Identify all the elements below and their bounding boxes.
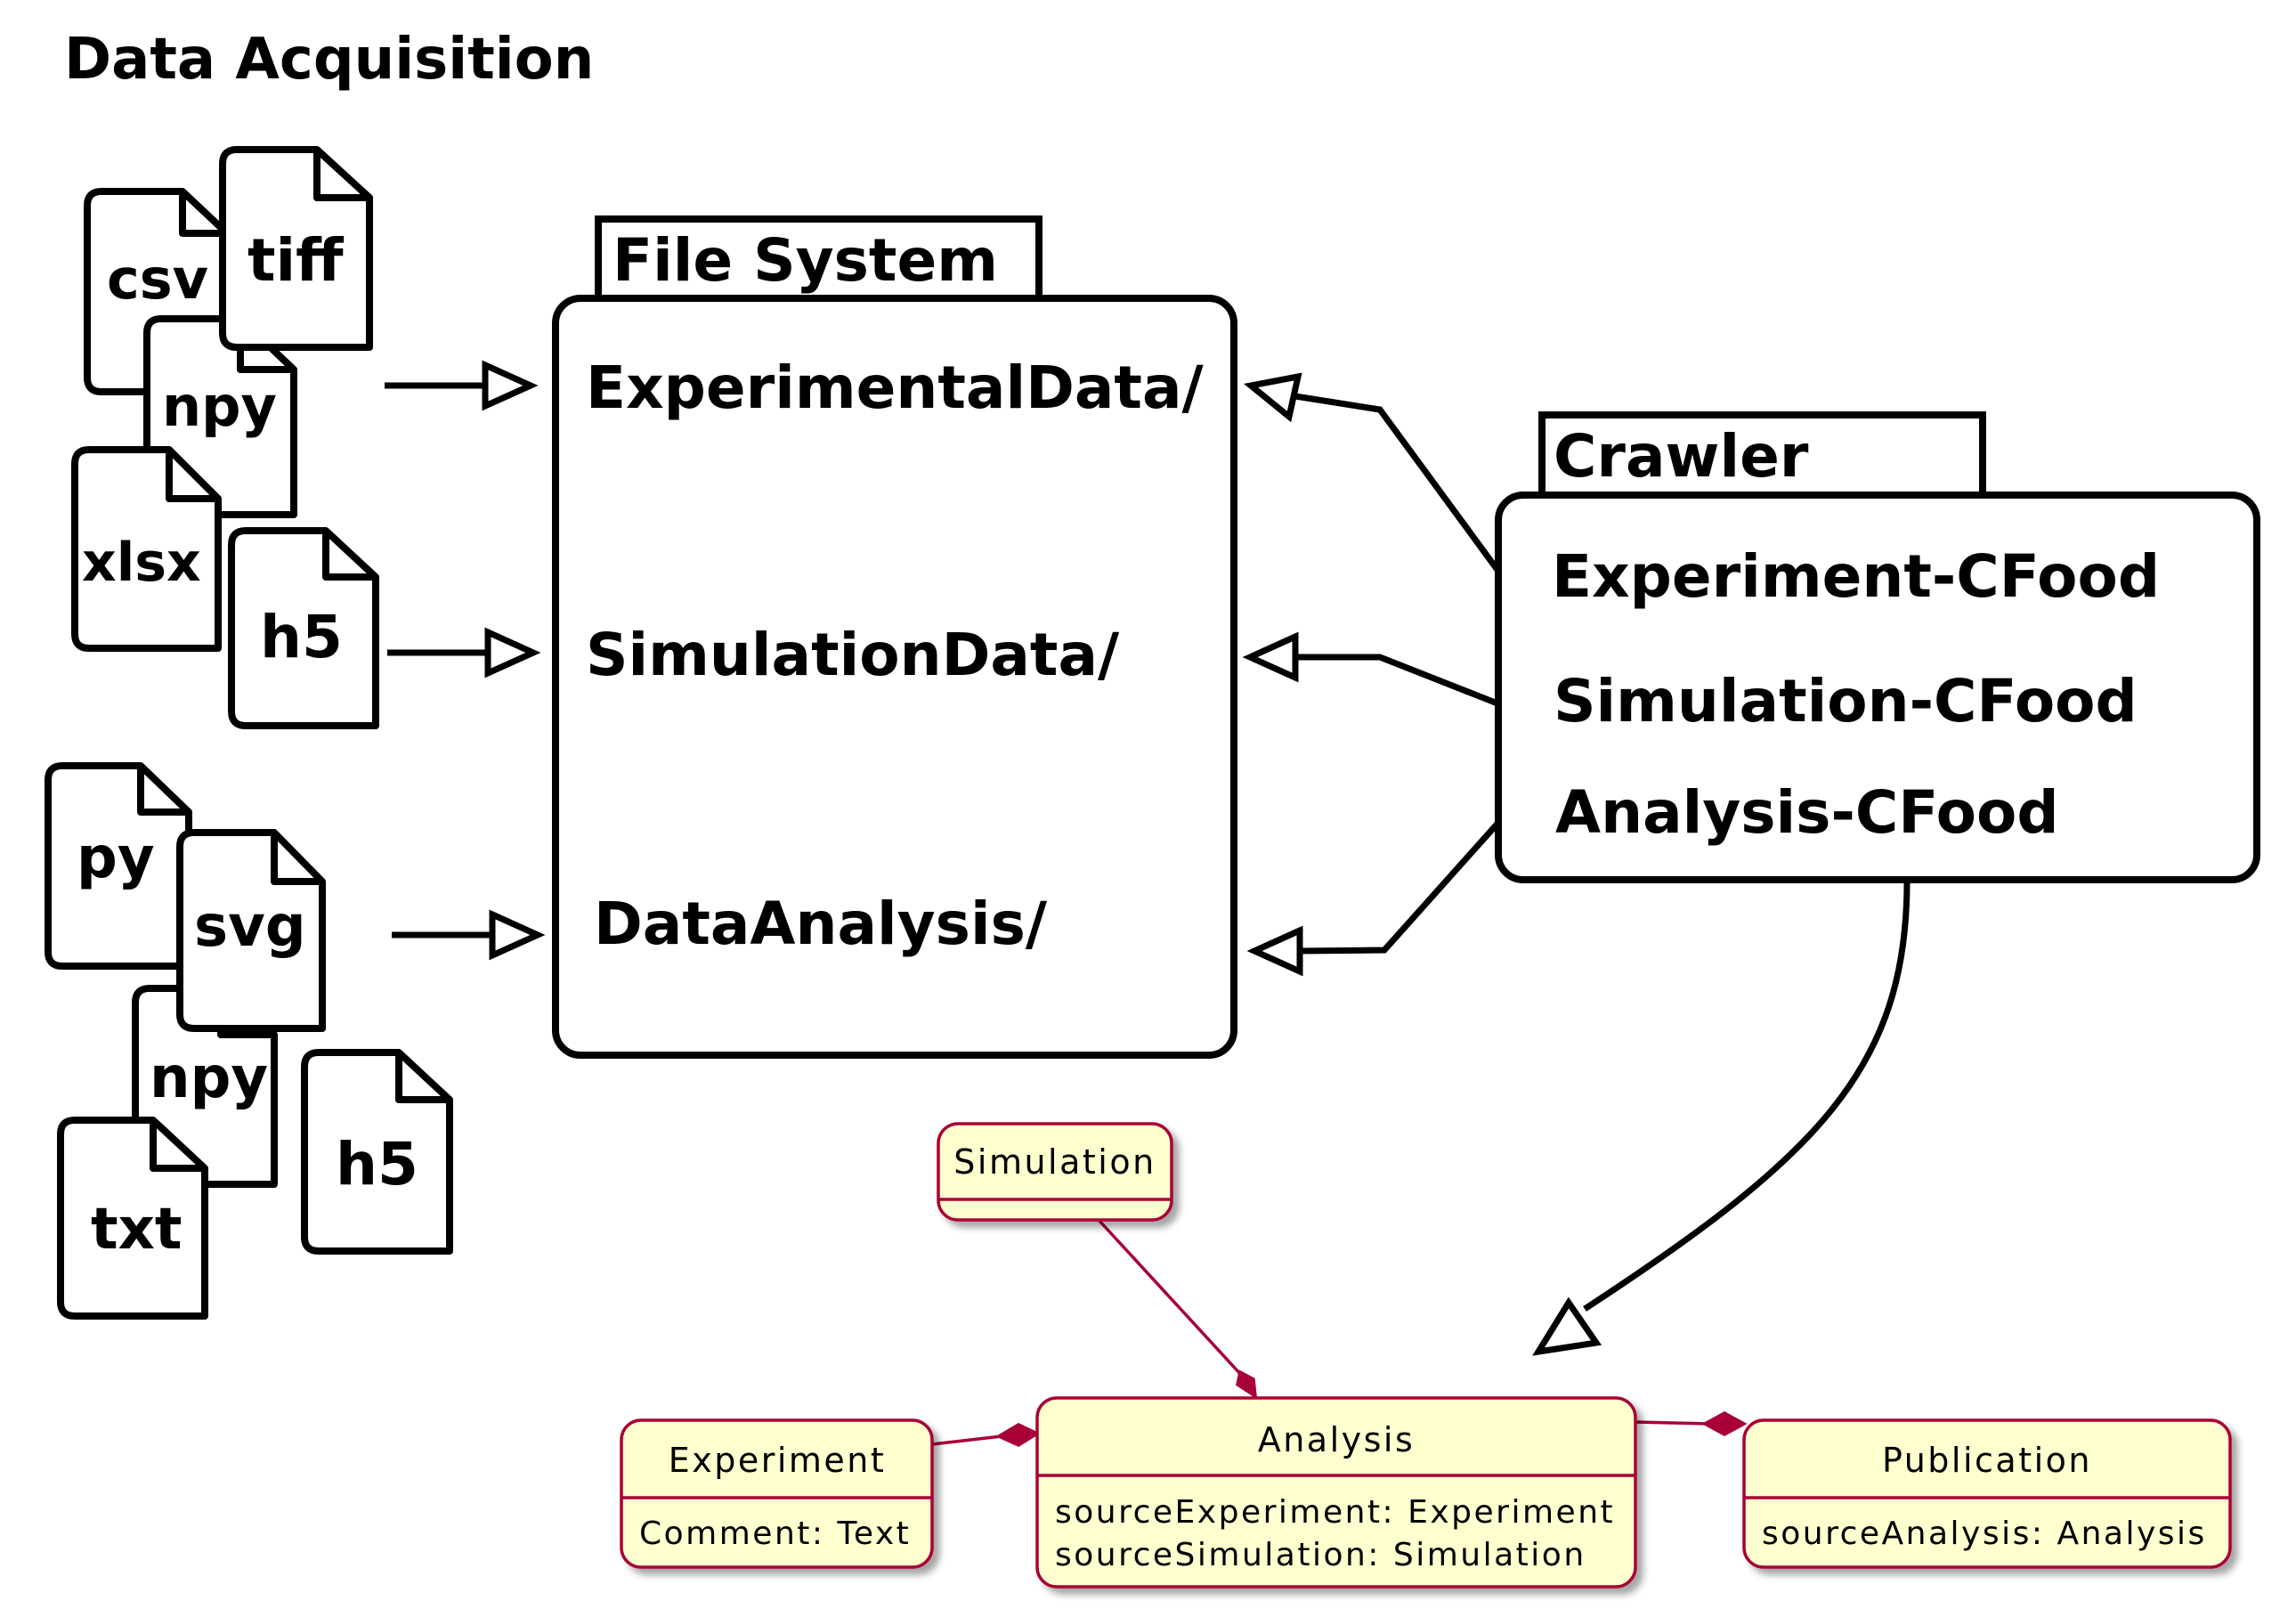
- arrow-head: [489, 909, 546, 961]
- file-icon: [228, 527, 379, 729]
- crawler-to-folder-arrows: [1242, 372, 1500, 977]
- arrow-head: [1532, 1296, 1602, 1356]
- class-name: Publication: [1882, 1441, 2092, 1480]
- file-label: npy: [162, 374, 277, 439]
- uml-connectors: [931, 1218, 1748, 1447]
- package-body: [1495, 492, 2260, 883]
- class-box: [620, 1418, 934, 1569]
- file-label: h5: [336, 1130, 418, 1199]
- arrow-line: [1294, 393, 1500, 573]
- class-box: [937, 1122, 1173, 1222]
- composition-diamond: [995, 1423, 1041, 1447]
- crawler-package: Crawler Experiment-CFood Simulation-CFoo…: [1495, 411, 2260, 883]
- file-icon: [45, 762, 192, 970]
- files-to-folder-arrows: [385, 360, 546, 961]
- class-attribute: sourceSimulation: Simulation: [1055, 1537, 1586, 1573]
- cfood-analysis: Analysis-CFood: [1555, 778, 2059, 847]
- composition-line: [1097, 1218, 1244, 1377]
- arrow-line: [1295, 654, 1499, 707]
- arrow-head: [1243, 372, 1302, 423]
- class-attribute: Comment: Text: [639, 1516, 911, 1552]
- arrow-head: [1242, 631, 1299, 683]
- file-label: npy: [150, 1045, 268, 1111]
- arrow-head: [484, 627, 541, 679]
- file-icon: [219, 146, 373, 351]
- composition-line: [931, 1434, 1002, 1446]
- composition-diamond: [1701, 1411, 1748, 1436]
- uml-class-simulation: Simulation: [937, 1122, 1173, 1222]
- class-name: Analysis: [1258, 1420, 1416, 1459]
- class-attribute: sourceAnalysis: Analysis: [1762, 1516, 2207, 1552]
- arrow-head: [482, 360, 539, 411]
- cfood-experiment: Experiment-CFood: [1552, 542, 2160, 611]
- file-group-2-labels: py svg npy txt h5: [77, 825, 418, 1263]
- file-label: csv: [107, 247, 208, 312]
- file-group-2: [45, 762, 453, 1320]
- file-label: txt: [91, 1197, 182, 1263]
- diagram-title: Data Acquisition: [64, 27, 594, 93]
- file-label: tiff: [247, 226, 345, 295]
- package-tab: [595, 215, 1043, 303]
- file-system-package: File System ExperimentalData/ Simulation…: [552, 215, 1237, 1059]
- file-label: svg: [194, 894, 306, 960]
- file-icon: [71, 446, 222, 652]
- folder-data-analysis: DataAnalysis/: [594, 890, 1048, 958]
- file-label: py: [77, 825, 155, 891]
- package-label: File System: [613, 226, 998, 295]
- uml-class-publication: Publication sourceAnalysis: Analysis: [1742, 1418, 2232, 1569]
- crawler-to-model-arrow: [1532, 881, 1911, 1356]
- class-box: [1742, 1418, 2232, 1569]
- composition-line: [1635, 1420, 1710, 1426]
- file-icon: [176, 829, 326, 1032]
- file-group-1-labels: csv tiff npy xlsx h5: [82, 226, 345, 671]
- class-attribute: sourceExperiment: Experiment: [1055, 1494, 1615, 1531]
- class-name: Experiment: [669, 1441, 887, 1480]
- cfood-simulation: Simulation-CFood: [1554, 667, 2138, 735]
- package-body: [552, 295, 1237, 1059]
- file-label: xlsx: [82, 532, 201, 594]
- arrow-line: [1299, 821, 1500, 955]
- arrow-head: [1246, 925, 1303, 977]
- package-label: Crawler: [1554, 422, 1809, 491]
- folder-experimental-data: ExperimentalData/: [586, 353, 1204, 422]
- file-icon: [301, 1049, 453, 1255]
- uml-class-analysis: Analysis sourceExperiment: Experiment so…: [1035, 1396, 1637, 1589]
- arrow-line: [1583, 881, 1911, 1312]
- uml-class-experiment: Experiment Comment: Text: [620, 1418, 934, 1569]
- class-name: Simulation: [953, 1142, 1156, 1182]
- file-icon: [57, 1117, 208, 1320]
- folder-simulation-data: SimulationData/: [586, 621, 1120, 689]
- class-box: [1035, 1396, 1637, 1589]
- composition-diamond: [1236, 1369, 1258, 1400]
- file-group-1: [71, 146, 379, 729]
- file-label: h5: [260, 603, 343, 671]
